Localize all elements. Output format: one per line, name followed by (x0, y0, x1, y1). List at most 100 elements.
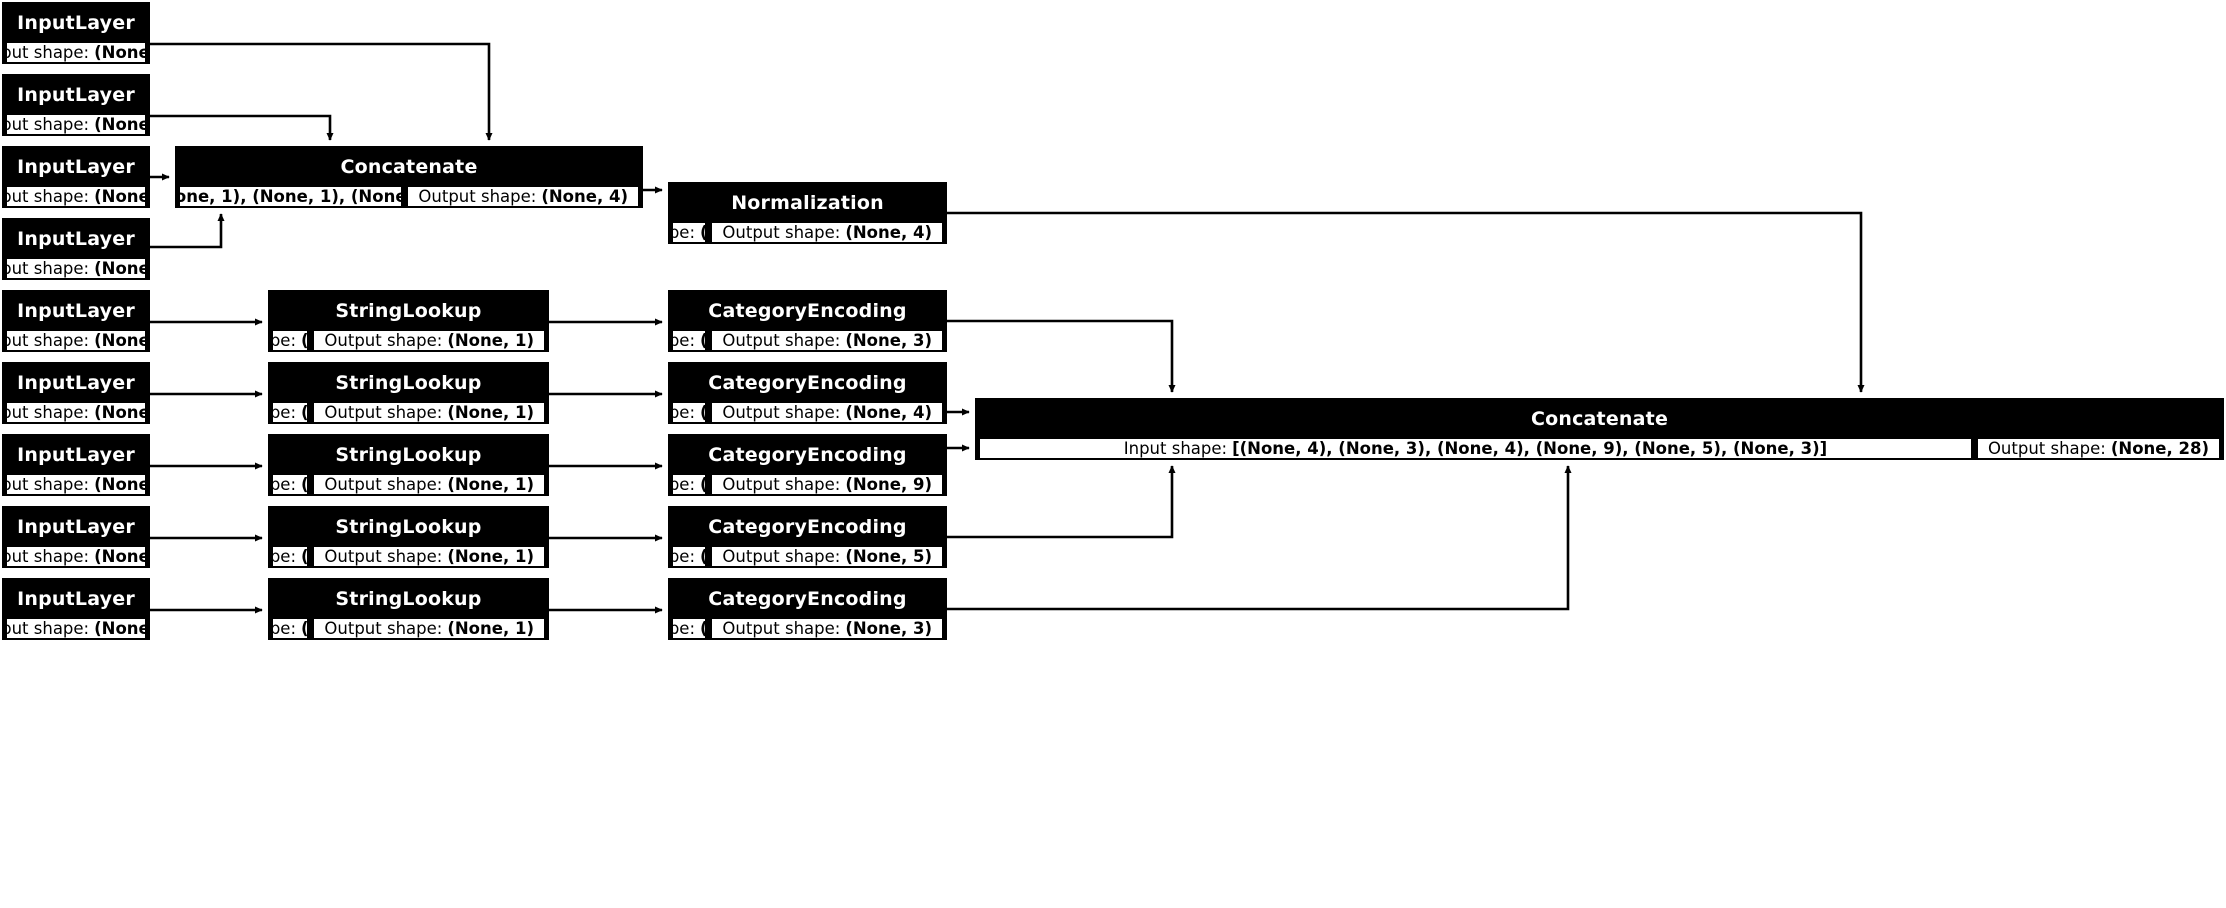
shape-label: Output shape: (722, 547, 841, 566)
node-category_encoding_4[interactable]: CategoryEncodingInput shape:(None, 1)Out… (668, 506, 947, 568)
shape-label: Output shape: (324, 619, 443, 638)
node-input_2[interactable]: InputLayerOutput shape:(None, 1) (2, 74, 150, 136)
shape-value: (None, 1) (700, 619, 708, 638)
shape-cell-string_lookup_4-0: Input shape: (None, 1) (271, 545, 310, 568)
node-input_1[interactable]: InputLayerOutput shape:(None, 1) (2, 2, 150, 64)
shape-value: (None, 28) (2110, 439, 2209, 458)
node-title-input_5: InputLayer (5, 293, 147, 329)
node-input_8[interactable]: InputLayerOutput shape:(None, 1) (2, 506, 150, 568)
shape-value: (None, 1) (301, 331, 309, 350)
node-shapes-category_encoding_3: Input shape:(None, 1)Output shape:(None,… (671, 473, 944, 496)
node-input_9[interactable]: InputLayerOutput shape:(None, 1) (2, 578, 150, 640)
node-category_encoding_2[interactable]: CategoryEncodingInput shape:(None, 1)Out… (668, 362, 947, 424)
shape-label: Output shape: (418, 187, 537, 206)
node-category_encoding_1[interactable]: CategoryEncodingInput shape:(None, 1)Out… (668, 290, 947, 352)
edge-categoryencoding1-to-concat-all (947, 319, 1176, 393)
node-shapes-string_lookup_3: Input shape:(None, 1)Output shape:(None,… (271, 473, 546, 496)
shape-value: (None, 4) (845, 223, 932, 242)
node-shapes-input_4: Output shape:(None, 1) (5, 257, 147, 280)
shape-value: (None, 1) (94, 619, 145, 638)
node-string_lookup_5[interactable]: StringLookupInput shape:(None, 1) Output … (268, 578, 549, 640)
shape-label: Output shape: (7, 187, 90, 206)
node-shapes-concat_all: Input shape:[(None, 4), (None, 3), (None… (978, 437, 2221, 460)
node-title-concat_numeric: Concatenate (178, 149, 640, 185)
node-title-category_encoding_1: CategoryEncoding (671, 293, 944, 329)
shape-value: (None, 1) (447, 331, 534, 350)
node-string_lookup_3[interactable]: StringLookupInput shape:(None, 1)Output … (268, 434, 549, 496)
shape-cell-category_encoding_5-0: Input shape: (None, 1) (671, 617, 708, 640)
node-input_3[interactable]: InputLayerOutput shape:(None, 1) (2, 146, 150, 208)
node-string_lookup_2[interactable]: StringLookupInput shape:(None, 1)Output … (268, 362, 549, 424)
shape-value: [(None, 4), (None, 3), (None, 4), (None,… (1232, 439, 1828, 458)
node-input_5[interactable]: InputLayerOutput shape:(None, 1) (2, 290, 150, 352)
shape-value: (None, 1) (447, 547, 534, 566)
shape-label: Output shape: (722, 475, 841, 494)
node-normalization[interactable]: NormalizationInput shape:(None, 4)Output… (668, 182, 947, 244)
node-shapes-input_3: Output shape:(None, 1) (5, 185, 147, 208)
node-shapes-concat_numeric: Input shape:[(None, 1), (None, 1), (None… (178, 185, 640, 208)
node-title-input_8: InputLayer (5, 509, 147, 545)
shape-label: Output shape: (324, 331, 443, 350)
shape-label: Output shape: (722, 619, 841, 638)
node-title-category_encoding_5: CategoryEncoding (671, 581, 944, 617)
node-title-input_3: InputLayer (5, 149, 147, 185)
shape-label: Input shape: (671, 547, 696, 566)
node-shapes-input_8: Output shape:(None, 1) (5, 545, 147, 568)
shape-cell-category_encoding_2-1: Output shape:(None, 4) (710, 401, 944, 424)
shape-label: Output shape: (7, 403, 90, 422)
shape-value: (None, 1) (94, 115, 145, 134)
node-string_lookup_4[interactable]: StringLookupInput shape:(None, 1)Output … (268, 506, 549, 568)
node-shapes-input_5: Output shape:(None, 1) (5, 329, 147, 352)
shape-cell-concat_numeric-1: Output shape:(None, 4) (406, 185, 640, 208)
shape-value: (None, 1) (301, 619, 309, 638)
shape-cell-category_encoding_4-1: Output shape:(None, 5) (710, 545, 944, 568)
shape-value: (None, 3) (845, 619, 932, 638)
node-category_encoding_5[interactable]: CategoryEncodingInput shape:(None, 1)Out… (668, 578, 947, 640)
shape-cell-input_8-0: Output shape:(None, 1) (5, 545, 147, 568)
shape-value: (None, 1) (700, 475, 708, 494)
shape-label: Input shape: (671, 619, 696, 638)
shape-label: Output shape: (7, 115, 90, 134)
shape-value: [(None, 1), (None, 1), (None, 1), (None,… (178, 187, 401, 206)
shape-cell-string_lookup_1-1: Output shape:(None, 1) (312, 329, 546, 352)
node-shapes-category_encoding_5: Input shape:(None, 1)Output shape:(None,… (671, 617, 944, 640)
shape-value: (None, 1) (94, 475, 145, 494)
node-title-string_lookup_2: StringLookup (271, 365, 546, 401)
node-shapes-input_2: Output shape:(None, 1) (5, 113, 147, 136)
node-shapes-category_encoding_2: Input shape:(None, 1)Output shape:(None,… (671, 401, 944, 424)
node-title-string_lookup_5: StringLookup (271, 581, 546, 617)
shape-value: (None, 4) (700, 223, 708, 242)
shape-cell-string_lookup_5-0: Input shape:(None, 1) (271, 617, 310, 640)
edge-input2-to-concat-numeric (150, 114, 334, 141)
node-input_6[interactable]: InputLayerOutput shape:(None, 1) (2, 362, 150, 424)
node-shapes-string_lookup_1: Input shape:(None, 1)Output shape:(None,… (271, 329, 546, 352)
edge-categoryencoding4-to-concat-all (947, 465, 1176, 539)
node-shapes-input_6: Output shape:(None, 1) (5, 401, 147, 424)
node-input_7[interactable]: InputLayerOutput shape:(None, 1) (2, 434, 150, 496)
shape-cell-category_encoding_5-1: Output shape:(None, 3) (710, 617, 944, 640)
shape-value: (None, 1) (700, 403, 708, 422)
edge-normalization-to-concat-all (947, 211, 1865, 393)
shape-value: (None, 1) (94, 259, 145, 278)
node-input_4[interactable]: InputLayerOutput shape:(None, 1) (2, 218, 150, 280)
shape-cell-string_lookup_4-1: Output shape:(None, 1) (312, 545, 546, 568)
node-title-input_6: InputLayer (5, 365, 147, 401)
shape-label: Input shape: (271, 547, 297, 566)
shape-cell-category_encoding_1-0: Input shape:(None, 1) (671, 329, 708, 352)
node-string_lookup_1[interactable]: StringLookupInput shape:(None, 1)Output … (268, 290, 549, 352)
shape-label: Output shape: (324, 403, 443, 422)
shape-value: (None, 1) (94, 403, 145, 422)
shape-label: Output shape: (324, 475, 443, 494)
shape-label: Output shape: (722, 403, 841, 422)
shape-value: (None, 1) (301, 547, 309, 566)
node-title-normalization: Normalization (671, 185, 944, 221)
node-title-category_encoding_4: CategoryEncoding (671, 509, 944, 545)
shape-label: Input shape: (671, 331, 696, 350)
node-shapes-input_1: Output shape:(None, 1) (5, 41, 147, 64)
shape-label: Output shape: (7, 259, 90, 278)
node-category_encoding_3[interactable]: CategoryEncodingInput shape:(None, 1)Out… (668, 434, 947, 496)
shape-value: (None, 1) (94, 331, 145, 350)
